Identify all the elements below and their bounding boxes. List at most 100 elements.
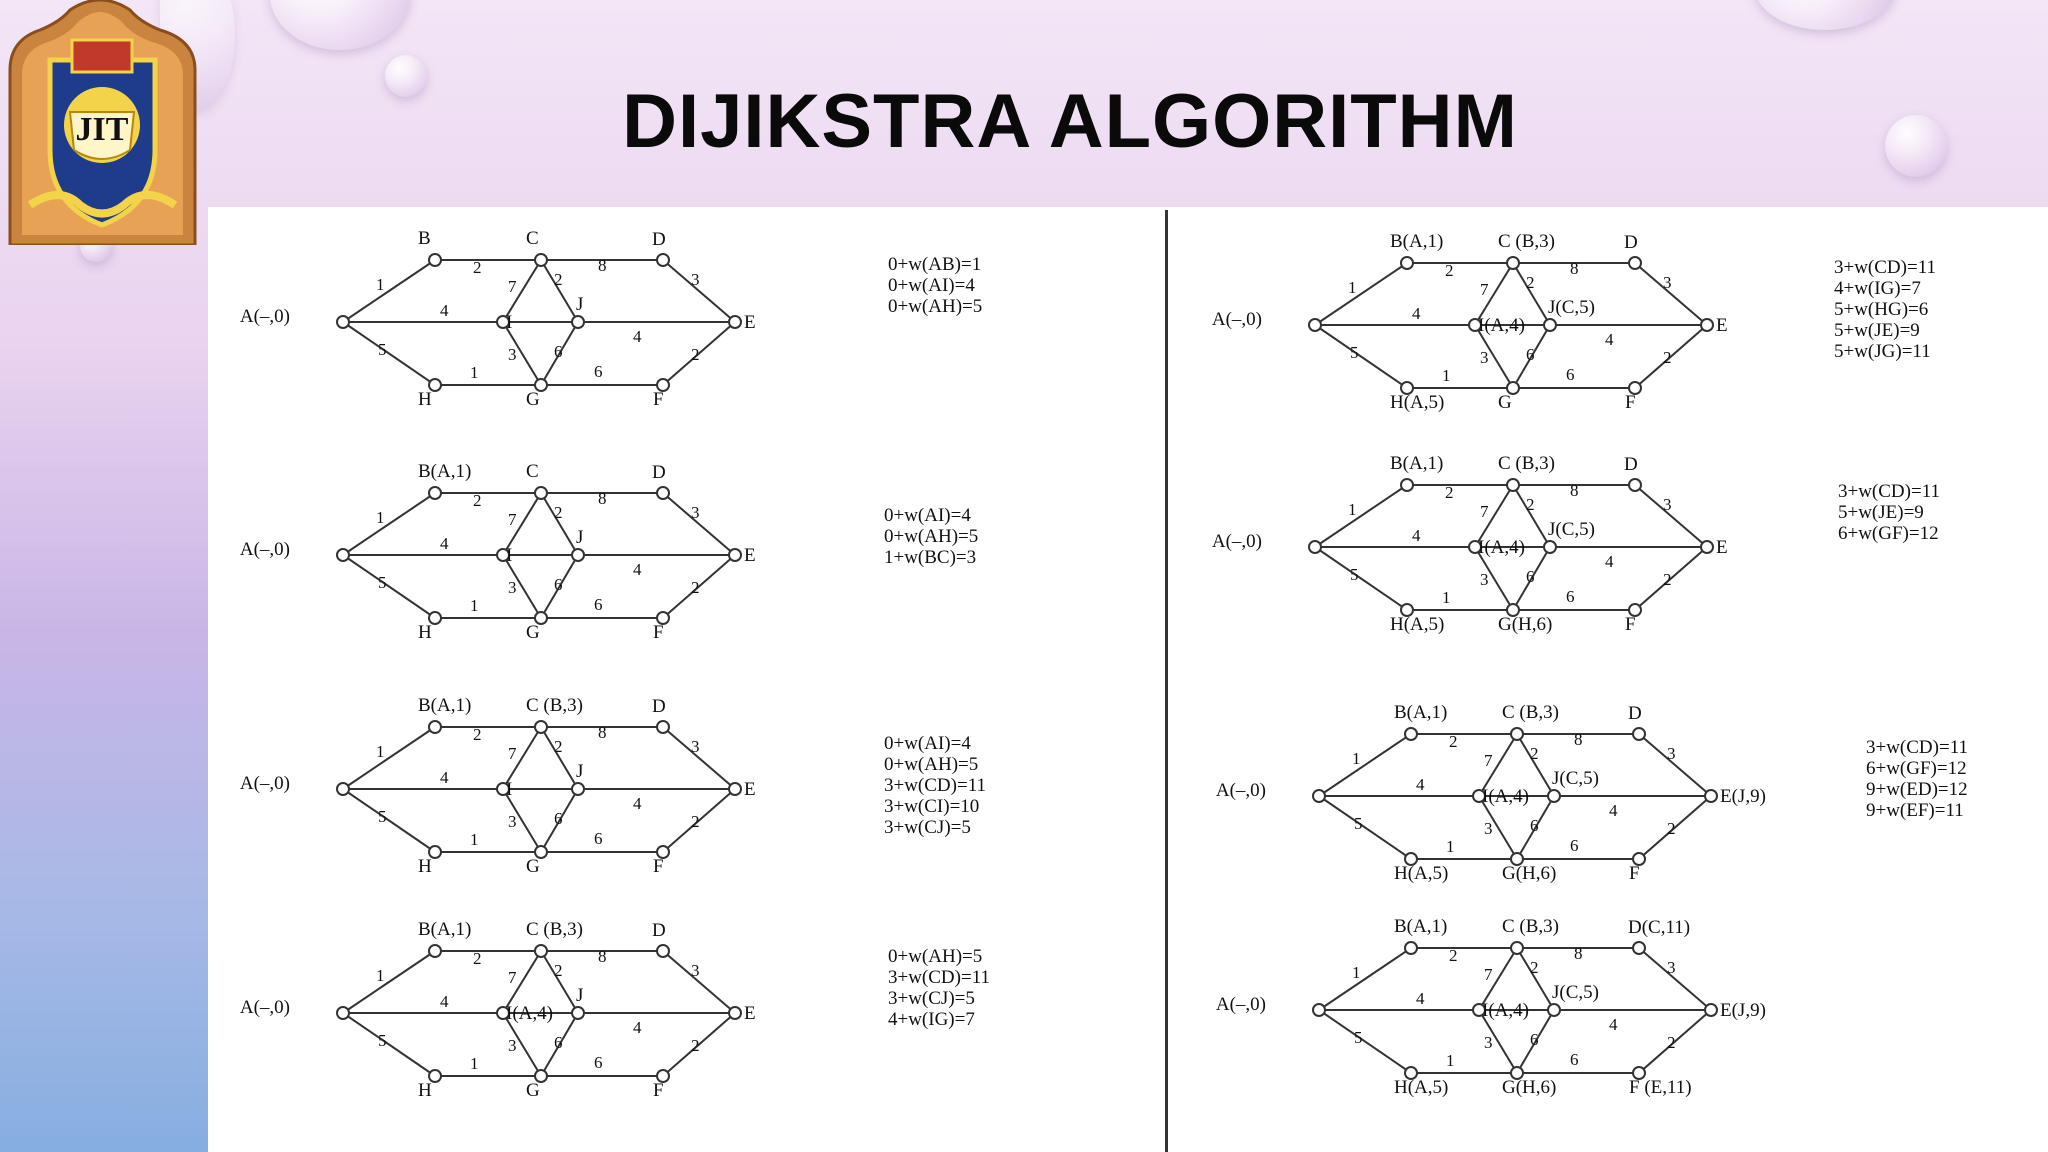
edge-weight-DE: 3 bbox=[691, 270, 700, 289]
edge-weight-CJ: 2 bbox=[554, 270, 563, 289]
node-B bbox=[428, 944, 442, 958]
edge-weight-DE: 3 bbox=[1667, 958, 1676, 977]
edge-weight-JG: 6 bbox=[554, 1033, 563, 1052]
edge-weight-CD: 8 bbox=[1574, 944, 1583, 963]
edge-weight-JE: 4 bbox=[633, 327, 642, 346]
node-label-G: G bbox=[1498, 392, 1512, 413]
edge-AH bbox=[342, 1012, 436, 1077]
equation-line: 1+w(BC)=3 bbox=[884, 547, 977, 568]
edge-weight-FE: 2 bbox=[1667, 1033, 1676, 1052]
node-label-B: B(A,1) bbox=[1394, 704, 1447, 723]
edge-weight-CD: 8 bbox=[1570, 259, 1579, 278]
node-label-B: B bbox=[418, 230, 431, 249]
node-F bbox=[656, 611, 670, 625]
edge-weight-CI: 7 bbox=[1480, 280, 1489, 299]
edge-weight-GF: 6 bbox=[594, 362, 603, 381]
decorative-bubble bbox=[270, 0, 410, 50]
node-label-E: E bbox=[1716, 315, 1728, 336]
equation-line: 0+w(AI)=4 bbox=[888, 275, 975, 296]
edge-FE bbox=[1634, 324, 1708, 389]
edge-DE bbox=[662, 950, 736, 1014]
edge-weight-AB: 1 bbox=[376, 275, 385, 294]
node-D bbox=[1628, 256, 1642, 270]
slide-title: DIJIKSTRA ALGORITHM bbox=[622, 79, 1518, 164]
node-label-E: E(J,9) bbox=[1720, 1000, 1766, 1021]
node-B bbox=[428, 486, 442, 500]
node-D bbox=[656, 944, 670, 958]
edge-weight-HG: 1 bbox=[470, 1054, 479, 1073]
node-label-A: A(–,0) bbox=[1212, 531, 1262, 552]
edge-weight-IG: 3 bbox=[508, 578, 517, 597]
edge-FE bbox=[662, 321, 736, 386]
edge-FE bbox=[1634, 546, 1708, 611]
equation-line: 0+w(AI)=4 bbox=[884, 733, 971, 754]
edge-AH bbox=[1314, 324, 1408, 389]
node-G bbox=[1510, 1066, 1524, 1080]
node-label-D: D(C,11) bbox=[1628, 918, 1690, 938]
decorative-bubble bbox=[1755, 0, 1895, 30]
node-label-B: B(A,1) bbox=[418, 463, 471, 482]
edge-weight-BC: 2 bbox=[473, 491, 482, 510]
node-label-B: B(A,1) bbox=[418, 921, 471, 940]
node-B bbox=[1400, 478, 1414, 492]
equation-line: 0+w(AB)=1 bbox=[888, 254, 982, 275]
node-I bbox=[1472, 789, 1486, 803]
edge-FE bbox=[1638, 795, 1712, 860]
edge-weight-CI: 7 bbox=[508, 277, 517, 296]
node-label-D: D bbox=[1628, 704, 1642, 724]
edge-weight-HG: 1 bbox=[1442, 366, 1451, 385]
node-J bbox=[1547, 789, 1561, 803]
node-label-B: B(A,1) bbox=[418, 697, 471, 716]
edge-weight-AB: 1 bbox=[1352, 963, 1361, 982]
node-D bbox=[656, 486, 670, 500]
node-label-H: H bbox=[418, 1080, 432, 1101]
node-label-F: F (E,11) bbox=[1629, 1077, 1692, 1098]
edge-AB bbox=[342, 950, 436, 1014]
edge-weight-DE: 3 bbox=[691, 961, 700, 980]
edge-weight-BC: 2 bbox=[1449, 732, 1458, 751]
edge-weight-CD: 8 bbox=[598, 256, 607, 275]
edge-weight-CD: 8 bbox=[598, 947, 607, 966]
node-label-I: I(A,4) bbox=[506, 1003, 553, 1024]
node-F bbox=[656, 378, 670, 392]
node-label-G: G bbox=[526, 856, 540, 877]
node-E bbox=[1700, 540, 1714, 554]
node-label-C: C (B,3) bbox=[1502, 918, 1559, 937]
edge-weight-JG: 6 bbox=[1526, 345, 1535, 364]
equation-line: 3+w(CJ)=5 bbox=[884, 817, 971, 838]
node-label-E: E(J,9) bbox=[1720, 786, 1766, 807]
edge-weight-BC: 2 bbox=[1449, 946, 1458, 965]
column-divider bbox=[1165, 210, 1168, 1152]
node-label-F: F bbox=[1625, 392, 1636, 413]
edge-DE bbox=[1638, 733, 1712, 797]
node-label-H: H(A,5) bbox=[1394, 863, 1448, 884]
edge-weight-HG: 1 bbox=[1446, 837, 1455, 856]
node-F bbox=[1632, 1066, 1646, 1080]
node-B bbox=[1400, 256, 1414, 270]
edge-weight-CJ: 2 bbox=[554, 503, 563, 522]
edge-weight-FE: 2 bbox=[1663, 348, 1672, 367]
edge-CJ bbox=[540, 950, 579, 1014]
node-F bbox=[656, 1069, 670, 1083]
edge-DE bbox=[1638, 947, 1712, 1011]
edge-weight-BC: 2 bbox=[1445, 483, 1454, 502]
node-G bbox=[534, 611, 548, 625]
node-A bbox=[336, 782, 350, 796]
edge-weight-AI: 4 bbox=[440, 768, 449, 787]
edge-weight-FE: 2 bbox=[691, 578, 700, 597]
edge-weight-FE: 2 bbox=[1663, 570, 1672, 589]
edge-CJ bbox=[540, 259, 579, 323]
edge-IG bbox=[1474, 546, 1514, 611]
edge-FE bbox=[1638, 1009, 1712, 1074]
node-label-F: F bbox=[653, 622, 664, 643]
node-A bbox=[336, 548, 350, 562]
edge-AH bbox=[342, 554, 436, 619]
edge-DE bbox=[1634, 262, 1708, 326]
edge-weight-IG: 3 bbox=[508, 345, 517, 364]
